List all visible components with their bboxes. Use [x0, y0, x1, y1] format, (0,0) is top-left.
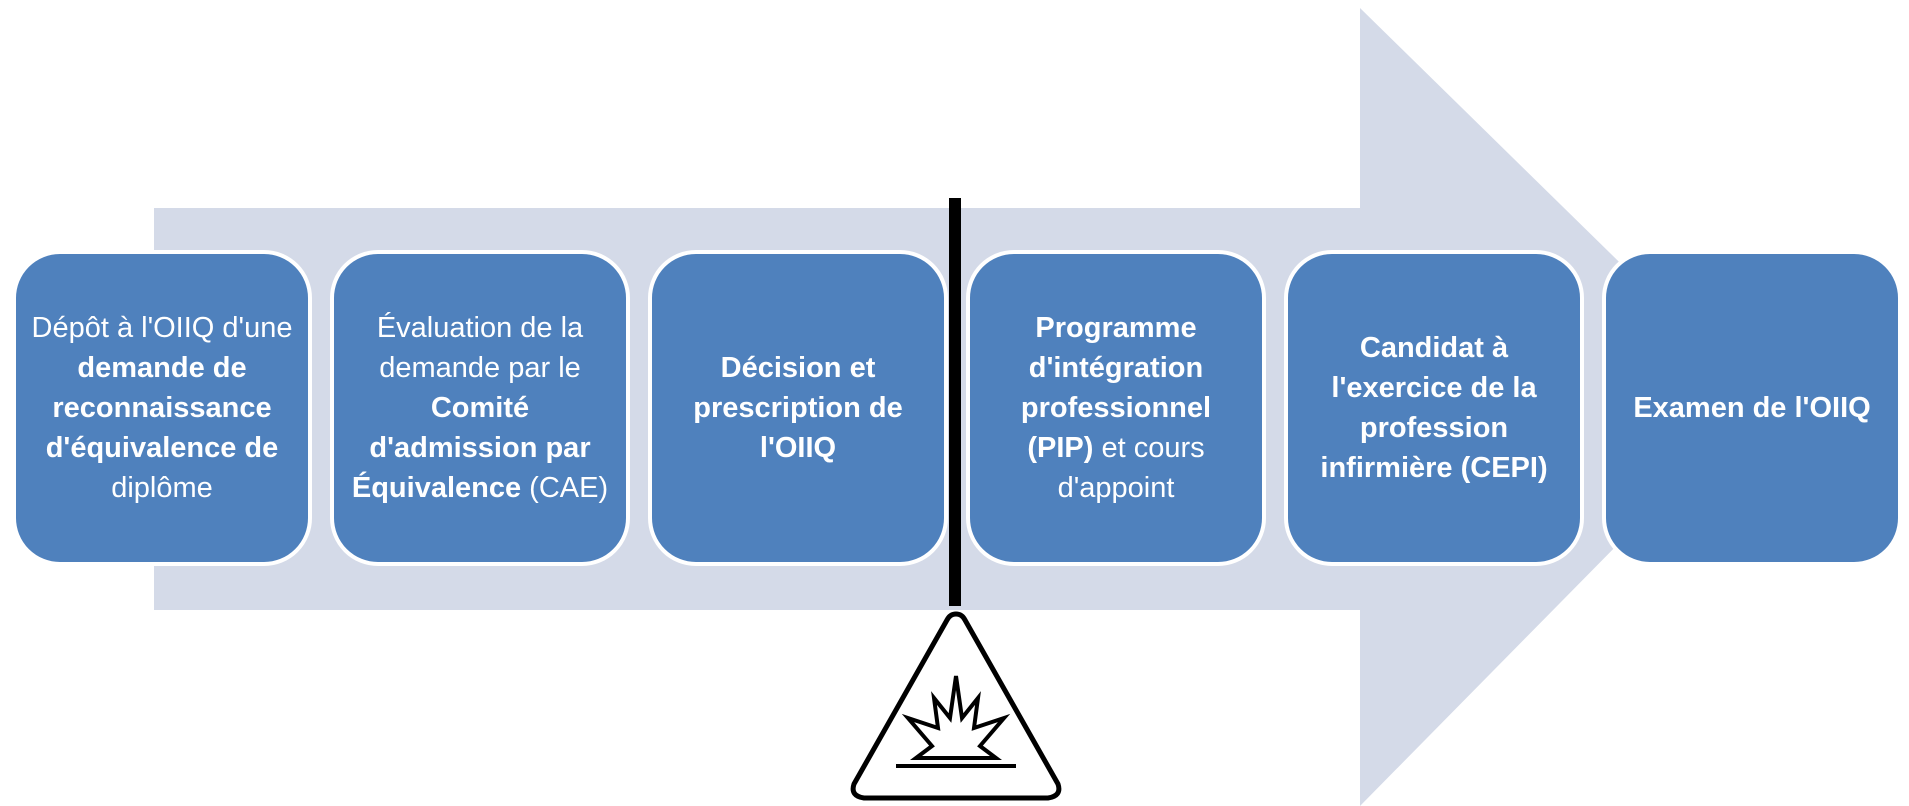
- step-text-part: Examen de l'OIIQ: [1633, 392, 1871, 424]
- step-oiiq-exam: Examen de l'OIIQ: [1602, 250, 1902, 566]
- step-text-part: (CAE): [521, 472, 609, 504]
- explosion-warning-icon: [850, 611, 1062, 801]
- step-5-text: Candidat à l'exercice de la profession i…: [1302, 328, 1566, 488]
- step-text-part: diplôme: [111, 472, 213, 504]
- step-cae-evaluation: Évaluation de la demande par le Comité d…: [330, 250, 630, 566]
- step-text-part: Évaluation de la demande par le: [376, 312, 584, 384]
- milestone-divider-line: [949, 198, 961, 606]
- step-cepi-candidate: Candidat à l'exercice de la profession i…: [1284, 250, 1584, 566]
- step-diploma-equivalence-request: Dépôt à l'OIIQ d'une demande de reconnai…: [12, 250, 312, 566]
- step-pip-program: Programme d'intégration professionnel (P…: [966, 250, 1266, 566]
- step-oiiq-decision: Décision et prescription de l'OIIQ: [648, 250, 948, 566]
- step-text-part: Programme d'intégration professionnel (P…: [1020, 312, 1212, 464]
- step-text-part: demande de reconnaissance d'équivalence …: [45, 352, 279, 464]
- explosion-burst: [901, 675, 1011, 760]
- step-text-part: Comité d'admission par Équivalence: [351, 392, 591, 504]
- step-text-part: Décision et prescription de l'OIIQ: [693, 352, 903, 464]
- step-2-text: Évaluation de la demande par le Comité d…: [348, 308, 612, 508]
- step-text-part: et cours d'appoint: [1057, 432, 1205, 504]
- step-1-text: Dépôt à l'OIIQ d'une demande de reconnai…: [30, 308, 294, 508]
- step-4-text: Programme d'intégration professionnel (P…: [984, 308, 1248, 508]
- step-text-part: Dépôt à l'OIIQ d'une: [31, 312, 293, 344]
- step-6-text: Examen de l'OIIQ: [1633, 388, 1870, 428]
- step-text-part: Candidat à l'exercice de la profession i…: [1320, 332, 1548, 484]
- step-3-text: Décision et prescription de l'OIIQ: [666, 348, 930, 468]
